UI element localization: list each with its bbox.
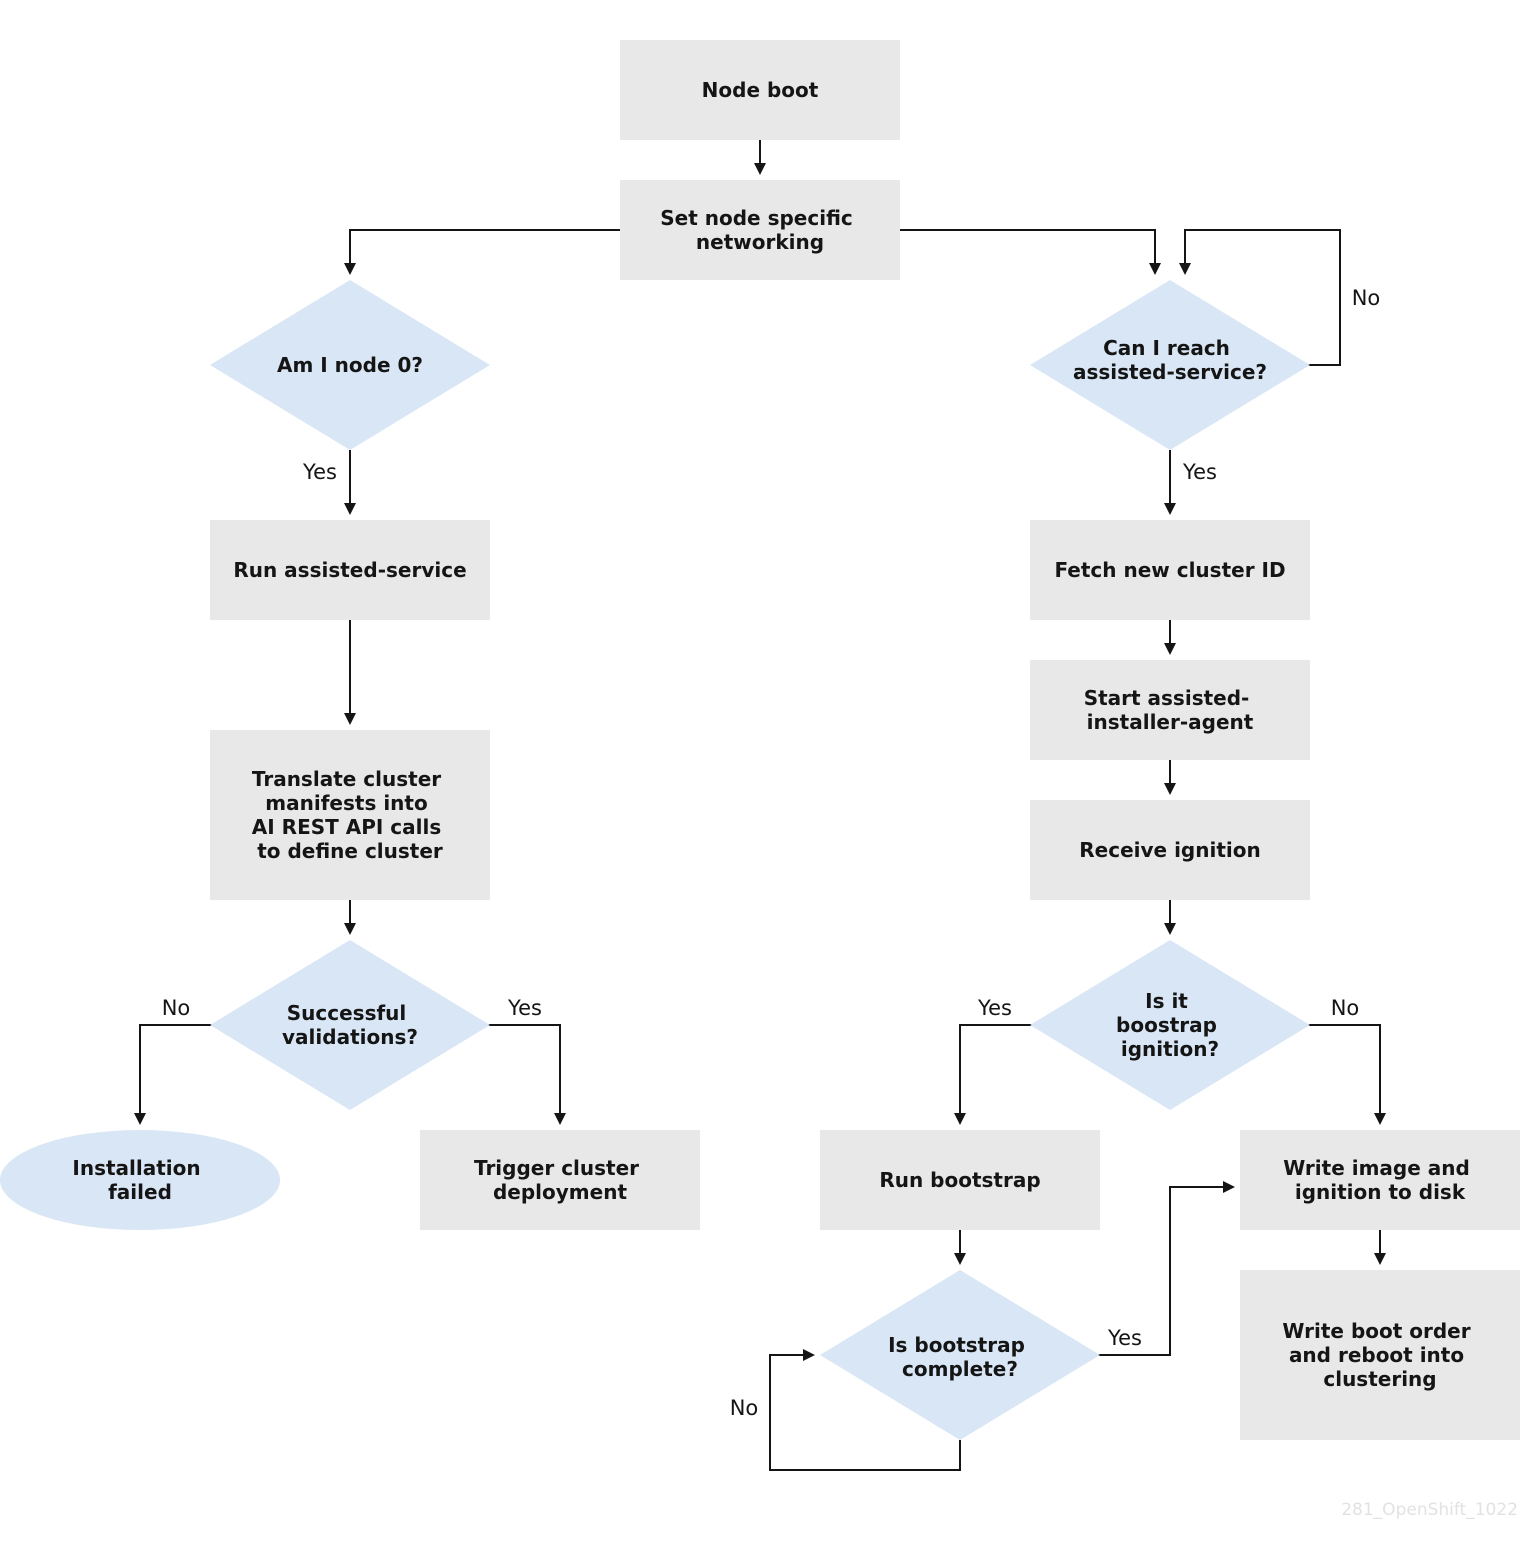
edge-bootstrap-ignition-no: [1308, 1024, 1386, 1125]
am-i-node0-diamond: [210, 280, 490, 450]
receive-ignition-box: [1030, 800, 1310, 900]
run-assisted-box: [210, 520, 490, 620]
can-reach-diamond: [1030, 280, 1310, 450]
start-agent-box: [1030, 660, 1310, 760]
figure-id-watermark: 281_OpenShift_1022: [1341, 1500, 1518, 1520]
run-bootstrap-label: Run bootstrap: [879, 1168, 1040, 1192]
is-bootstrap-ignition-diamond: [1030, 940, 1310, 1110]
is-bootstrap-complete-diamond: [820, 1270, 1100, 1440]
edge-label-reach-no: No: [1352, 286, 1381, 310]
edge-label-bootstrap-complete-no: No: [730, 1396, 759, 1420]
write-image-box: [1240, 1130, 1520, 1230]
edge-networking-to-reach: [900, 229, 1161, 275]
edge-label-reach-yes: Yes: [1182, 460, 1217, 484]
edge-label-bootstrap-ignition-no: No: [1331, 996, 1360, 1020]
edge-bootstrap-ignition-yes: [954, 1024, 1032, 1125]
successful-validations-diamond: [210, 940, 490, 1110]
node-boot-box: [620, 40, 900, 140]
edge-label-validations-no: No: [162, 996, 191, 1020]
edge-networking-to-node0: [344, 229, 620, 275]
edge-bootstrap-complete-yes: [1098, 1181, 1235, 1356]
fetch-cluster-id-box: [1030, 520, 1310, 620]
edge-labels: Yes No Yes No Yes Yes No Yes No: [162, 286, 1381, 1420]
receive-ignition-label: Receive ignition: [1079, 838, 1260, 862]
edge-reach-no-loop: [1179, 229, 1341, 366]
edge-label-validations-yes: Yes: [507, 996, 542, 1020]
trigger-deployment-box: [420, 1130, 700, 1230]
set-networking-label: Set node specific networking: [660, 206, 859, 254]
write-boot-order-box: [1240, 1270, 1520, 1440]
installation-failed-label: Installation failed: [72, 1156, 207, 1204]
is-bootstrap-complete-label: Is bootstrap complete?: [888, 1333, 1032, 1381]
edge-label-bootstrap-ignition-yes: Yes: [977, 996, 1012, 1020]
start-agent-label: Start assisted- installer-agent: [1084, 686, 1257, 734]
write-boot-order-label: Write boot order and reboot into cluster…: [1282, 1319, 1477, 1391]
edge-validations-no: [134, 1024, 212, 1125]
edge-label-node0-yes: Yes: [302, 460, 337, 484]
translate-box: [210, 730, 490, 900]
translate-label: Translate cluster manifests into AI REST…: [252, 767, 448, 863]
is-bootstrap-ignition-label: Is it boostrap ignition?: [1116, 989, 1224, 1061]
successful-validations-label: Successful validations?: [282, 1001, 418, 1049]
run-assisted-label: Run assisted-service: [233, 558, 466, 582]
set-networking-box: [620, 180, 900, 280]
edge-label-bootstrap-complete-yes: Yes: [1107, 1326, 1142, 1350]
trigger-deployment-label: Trigger cluster deployment: [474, 1156, 646, 1204]
run-bootstrap-box: [820, 1130, 1100, 1230]
can-reach-label: Can I reach assisted-service?: [1073, 336, 1267, 384]
am-i-node0-label: Am I node 0?: [277, 353, 423, 377]
node-labels: Node boot Set node specific networking A…: [72, 78, 1477, 1391]
node-boot-label: Node boot: [702, 78, 819, 102]
shapes: [0, 40, 1520, 1440]
edge-validations-yes: [488, 1024, 566, 1125]
connectors: [134, 140, 1386, 1471]
write-image-label: Write image and ignition to disk: [1283, 1156, 1477, 1204]
edge-bootstrap-complete-no-loop: [769, 1349, 961, 1471]
fetch-cluster-id-label: Fetch new cluster ID: [1054, 558, 1285, 582]
installation-failed-ellipse: [0, 1130, 280, 1230]
